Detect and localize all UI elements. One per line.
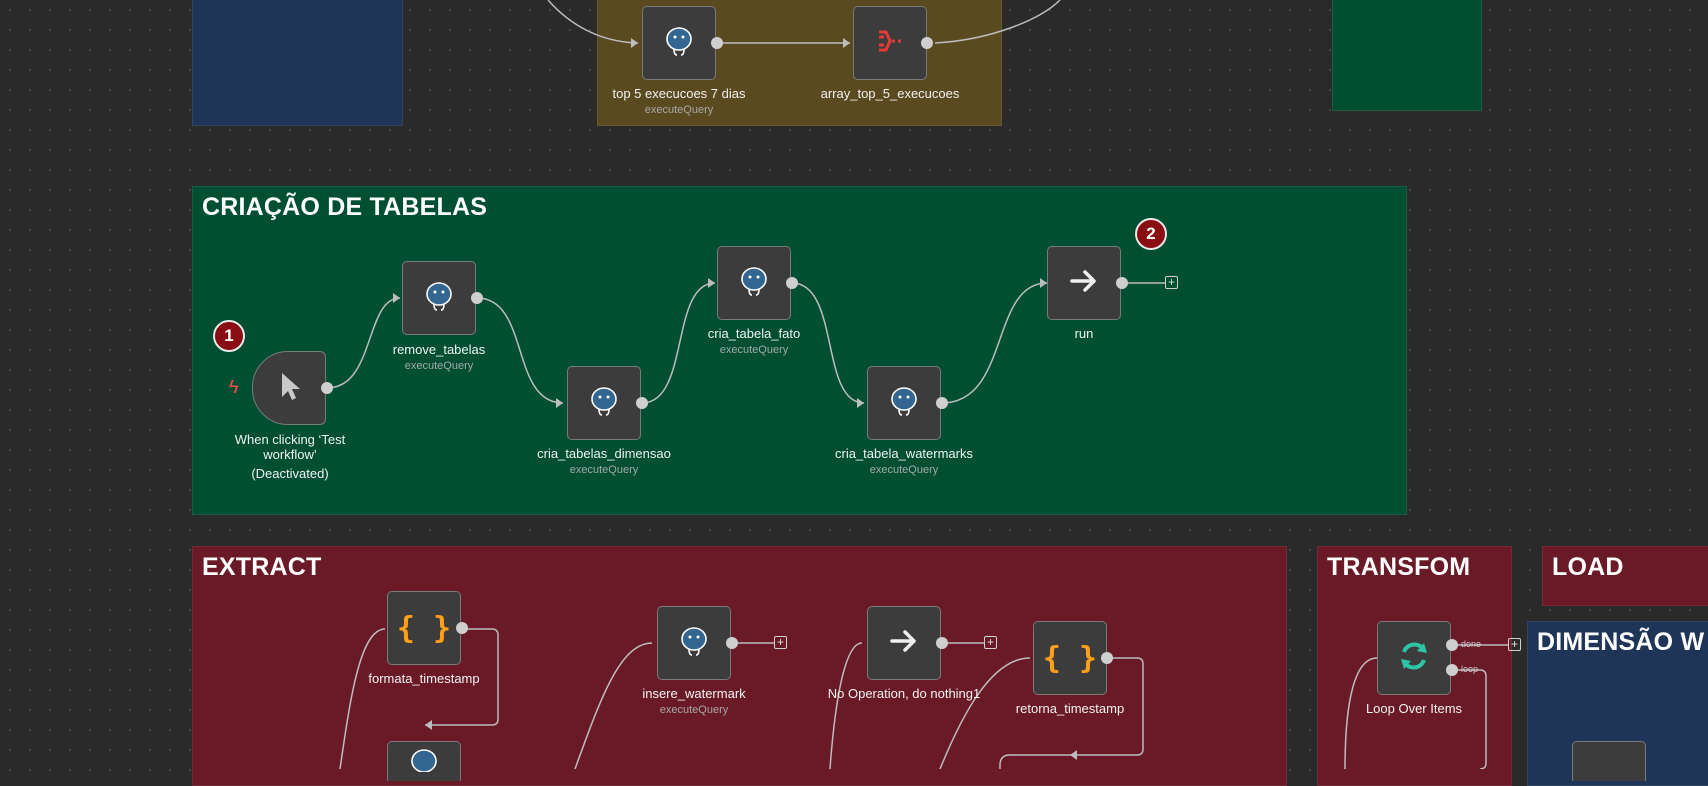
edge [574, 642, 653, 769]
blue-sticky-note[interactable] [192, 0, 403, 126]
node-top-5-execucoes[interactable] [642, 6, 716, 80]
lightning-icon: ϟ [229, 377, 239, 397]
node-remove-tabelas[interactable] [402, 261, 476, 335]
edge [425, 628, 499, 726]
arrow-right-icon [1067, 264, 1101, 303]
node-label: top 5 execucoes 7 dias [612, 86, 746, 101]
label-line: When clicking ‘Test [234, 432, 346, 447]
node-label: No Operation, do nothing1 [827, 686, 981, 701]
node-label: When clicking ‘Test workflow’ (Deactivat… [200, 432, 380, 481]
edge [934, 0, 1061, 44]
node-cria-tabelas-dimensao[interactable] [567, 366, 641, 440]
add-node-button[interactable]: + [774, 636, 787, 649]
output-handle-loop[interactable] [1446, 664, 1458, 676]
edge [641, 282, 716, 404]
edge [476, 297, 564, 404]
step-badge: 1 [213, 320, 245, 352]
group-title: EXTRACT [202, 553, 322, 581]
postgres-icon [587, 384, 621, 423]
code-braces-icon: { } [396, 610, 452, 646]
node-formata-timestamp[interactable]: { } [387, 591, 461, 665]
node-label: cria_tabelas_dimensao [537, 446, 671, 461]
node-label: retorna_timestamp [1015, 701, 1125, 716]
node-label: cria_tabela_fato [707, 326, 801, 341]
node-label: cria_tabela_watermarks [834, 446, 973, 461]
node-label: remove_tabelas [392, 342, 486, 357]
node-subtitle: executeQuery [644, 104, 714, 116]
node-label: run [1074, 326, 1094, 341]
node-subtitle: executeQuery [569, 464, 639, 476]
add-node-button[interactable]: + [984, 636, 997, 649]
output-handle[interactable] [1101, 652, 1113, 664]
node-run[interactable] [1047, 246, 1121, 320]
output-handle-done[interactable] [1446, 639, 1458, 651]
node-cria-tabela-watermarks[interactable] [867, 366, 941, 440]
edge [339, 628, 386, 769]
group-title: CRIAÇÃO DE TABELAS [202, 193, 488, 221]
output-handle[interactable] [936, 397, 948, 409]
edge [1344, 657, 1378, 769]
output-handle[interactable] [726, 637, 738, 649]
group-criacao-de-tabelas[interactable]: CRIAÇÃO DE TABELAS [192, 186, 1407, 515]
cursor-icon [274, 369, 304, 408]
arrow-right-icon [887, 624, 921, 663]
add-node-button[interactable]: + [1508, 638, 1521, 651]
group-title: TRANSFOM [1327, 553, 1471, 581]
group-title: LOAD [1552, 553, 1624, 581]
aggregate-icon [873, 24, 907, 63]
edge [999, 657, 1144, 769]
node-retorna-timestamp[interactable]: { } [1033, 621, 1107, 695]
edge [791, 282, 865, 404]
label-line: (Deactivated) [251, 466, 329, 481]
step-badge: 2 [1135, 218, 1167, 250]
connections-layer [326, 0, 1508, 769]
node-loop-over-items[interactable] [1377, 621, 1451, 695]
output-label-done: done [1461, 639, 1482, 649]
code-braces-icon: { } [1042, 640, 1098, 676]
label-line: workflow’ [263, 447, 317, 462]
node-subtitle: executeQuery [659, 704, 729, 716]
postgres-icon [407, 746, 441, 777]
node-array-top-5-execucoes[interactable] [853, 6, 927, 80]
node-label: formata_timestamp [368, 671, 480, 686]
node-label: array_top_5_execucoes [820, 86, 960, 101]
node-partial-below[interactable] [387, 741, 461, 781]
output-handle[interactable] [471, 292, 483, 304]
postgres-icon [737, 264, 771, 303]
node-partial-dimensao[interactable] [1572, 741, 1646, 781]
postgres-icon [422, 279, 456, 318]
postgres-icon [677, 624, 711, 663]
postgres-icon [662, 24, 696, 63]
node-cria-tabela-fato[interactable] [717, 246, 791, 320]
node-subtitle: executeQuery [719, 344, 789, 356]
edge [941, 282, 1048, 404]
node-label: Loop Over Items [1365, 701, 1463, 716]
postgres-icon [887, 384, 921, 423]
node-subtitle: executeQuery [869, 464, 939, 476]
group-load[interactable]: LOAD [1542, 546, 1708, 606]
output-handle[interactable] [921, 37, 933, 49]
node-label: insere_watermark [642, 686, 746, 701]
output-handle[interactable] [321, 382, 333, 394]
output-handle[interactable] [456, 622, 468, 634]
edge [1452, 669, 1487, 769]
edge [829, 642, 863, 769]
node-insere-watermark[interactable] [657, 606, 731, 680]
edge [939, 657, 1031, 769]
output-label-loop: loop [1461, 664, 1479, 674]
output-handle[interactable] [711, 37, 723, 49]
refresh-icon [1396, 638, 1432, 679]
edge [547, 0, 639, 44]
output-handle[interactable] [936, 637, 948, 649]
add-node-button[interactable]: + [1165, 276, 1178, 289]
edge [326, 297, 401, 389]
output-handle[interactable] [786, 277, 798, 289]
node-no-operation[interactable] [867, 606, 941, 680]
group-title: DIMENSÃO W [1537, 628, 1705, 656]
node-test-workflow-trigger[interactable] [252, 351, 326, 425]
output-handle[interactable] [1116, 277, 1128, 289]
output-handle[interactable] [636, 397, 648, 409]
green-sticky-note-top[interactable] [1332, 0, 1482, 111]
node-subtitle: executeQuery [404, 360, 474, 372]
